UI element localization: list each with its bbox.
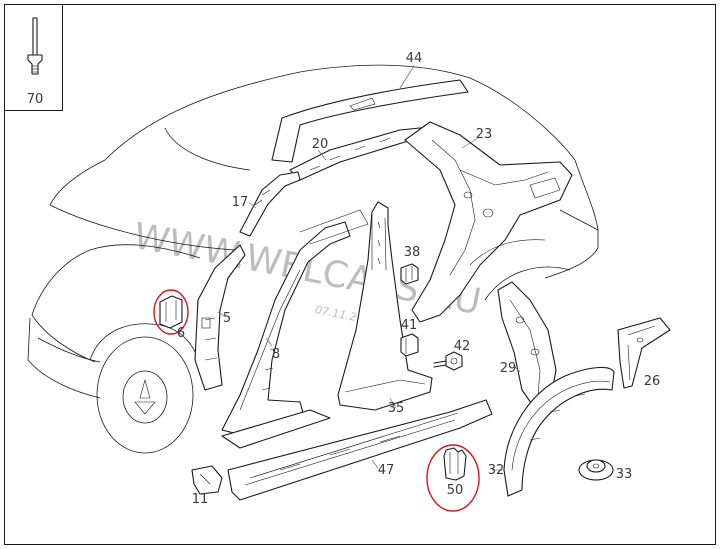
part-38-clip	[400, 263, 419, 285]
callout-labels: 44 20 23 17 38 5 6 8 41 42 29 26 35 47 3…	[177, 51, 660, 507]
callout-33: 33	[616, 467, 633, 482]
callout-42: 42	[454, 339, 471, 354]
part-23-rear-quarter	[404, 121, 573, 323]
inset-number: 70	[27, 92, 44, 107]
callout-50: 50	[447, 483, 464, 498]
callout-44: 44	[406, 51, 423, 66]
callout-26: 26	[644, 374, 661, 389]
part-44-roof-frame	[271, 65, 469, 163]
part-6-bracket	[153, 289, 189, 335]
callout-6: 6	[177, 326, 185, 341]
callout-38: 38	[404, 245, 421, 260]
part-41-clip	[400, 333, 419, 357]
part-8-pillar-inner	[221, 209, 369, 441]
callout-8: 8	[272, 347, 280, 362]
callout-32: 32	[488, 463, 505, 478]
callout-35: 35	[388, 401, 405, 416]
callout-23: 23	[476, 127, 493, 142]
inset-box: 70	[4, 4, 63, 111]
callout-29: 29	[500, 361, 517, 376]
part-33-grommet	[578, 459, 614, 481]
part-47-rocker-panel	[221, 399, 493, 501]
part-42-bolt	[433, 351, 463, 371]
diagram-frame	[4, 4, 716, 545]
highlight-circle-6	[153, 289, 189, 335]
part-11-bracket	[191, 465, 223, 495]
callout-11: 11	[192, 492, 209, 507]
watermark-date: 07.11.2	[314, 303, 358, 324]
part-35-b-pillar	[337, 201, 433, 411]
part-26-rear-bracket	[617, 317, 671, 389]
highlight-circle-50	[426, 444, 480, 512]
callout-5: 5	[223, 311, 231, 326]
part-17-a-pillar-upper	[239, 171, 301, 237]
callout-20: 20	[312, 137, 329, 152]
bolt-icon	[27, 17, 43, 75]
part-50-jack-pad	[426, 444, 480, 512]
part-32-wheel-arch	[492, 367, 615, 497]
part-5-a-pillar	[194, 244, 246, 391]
callout-17: 17	[232, 195, 249, 210]
car-outline	[27, 64, 599, 454]
callout-41: 41	[401, 318, 418, 333]
callout-47: 47	[378, 463, 395, 478]
